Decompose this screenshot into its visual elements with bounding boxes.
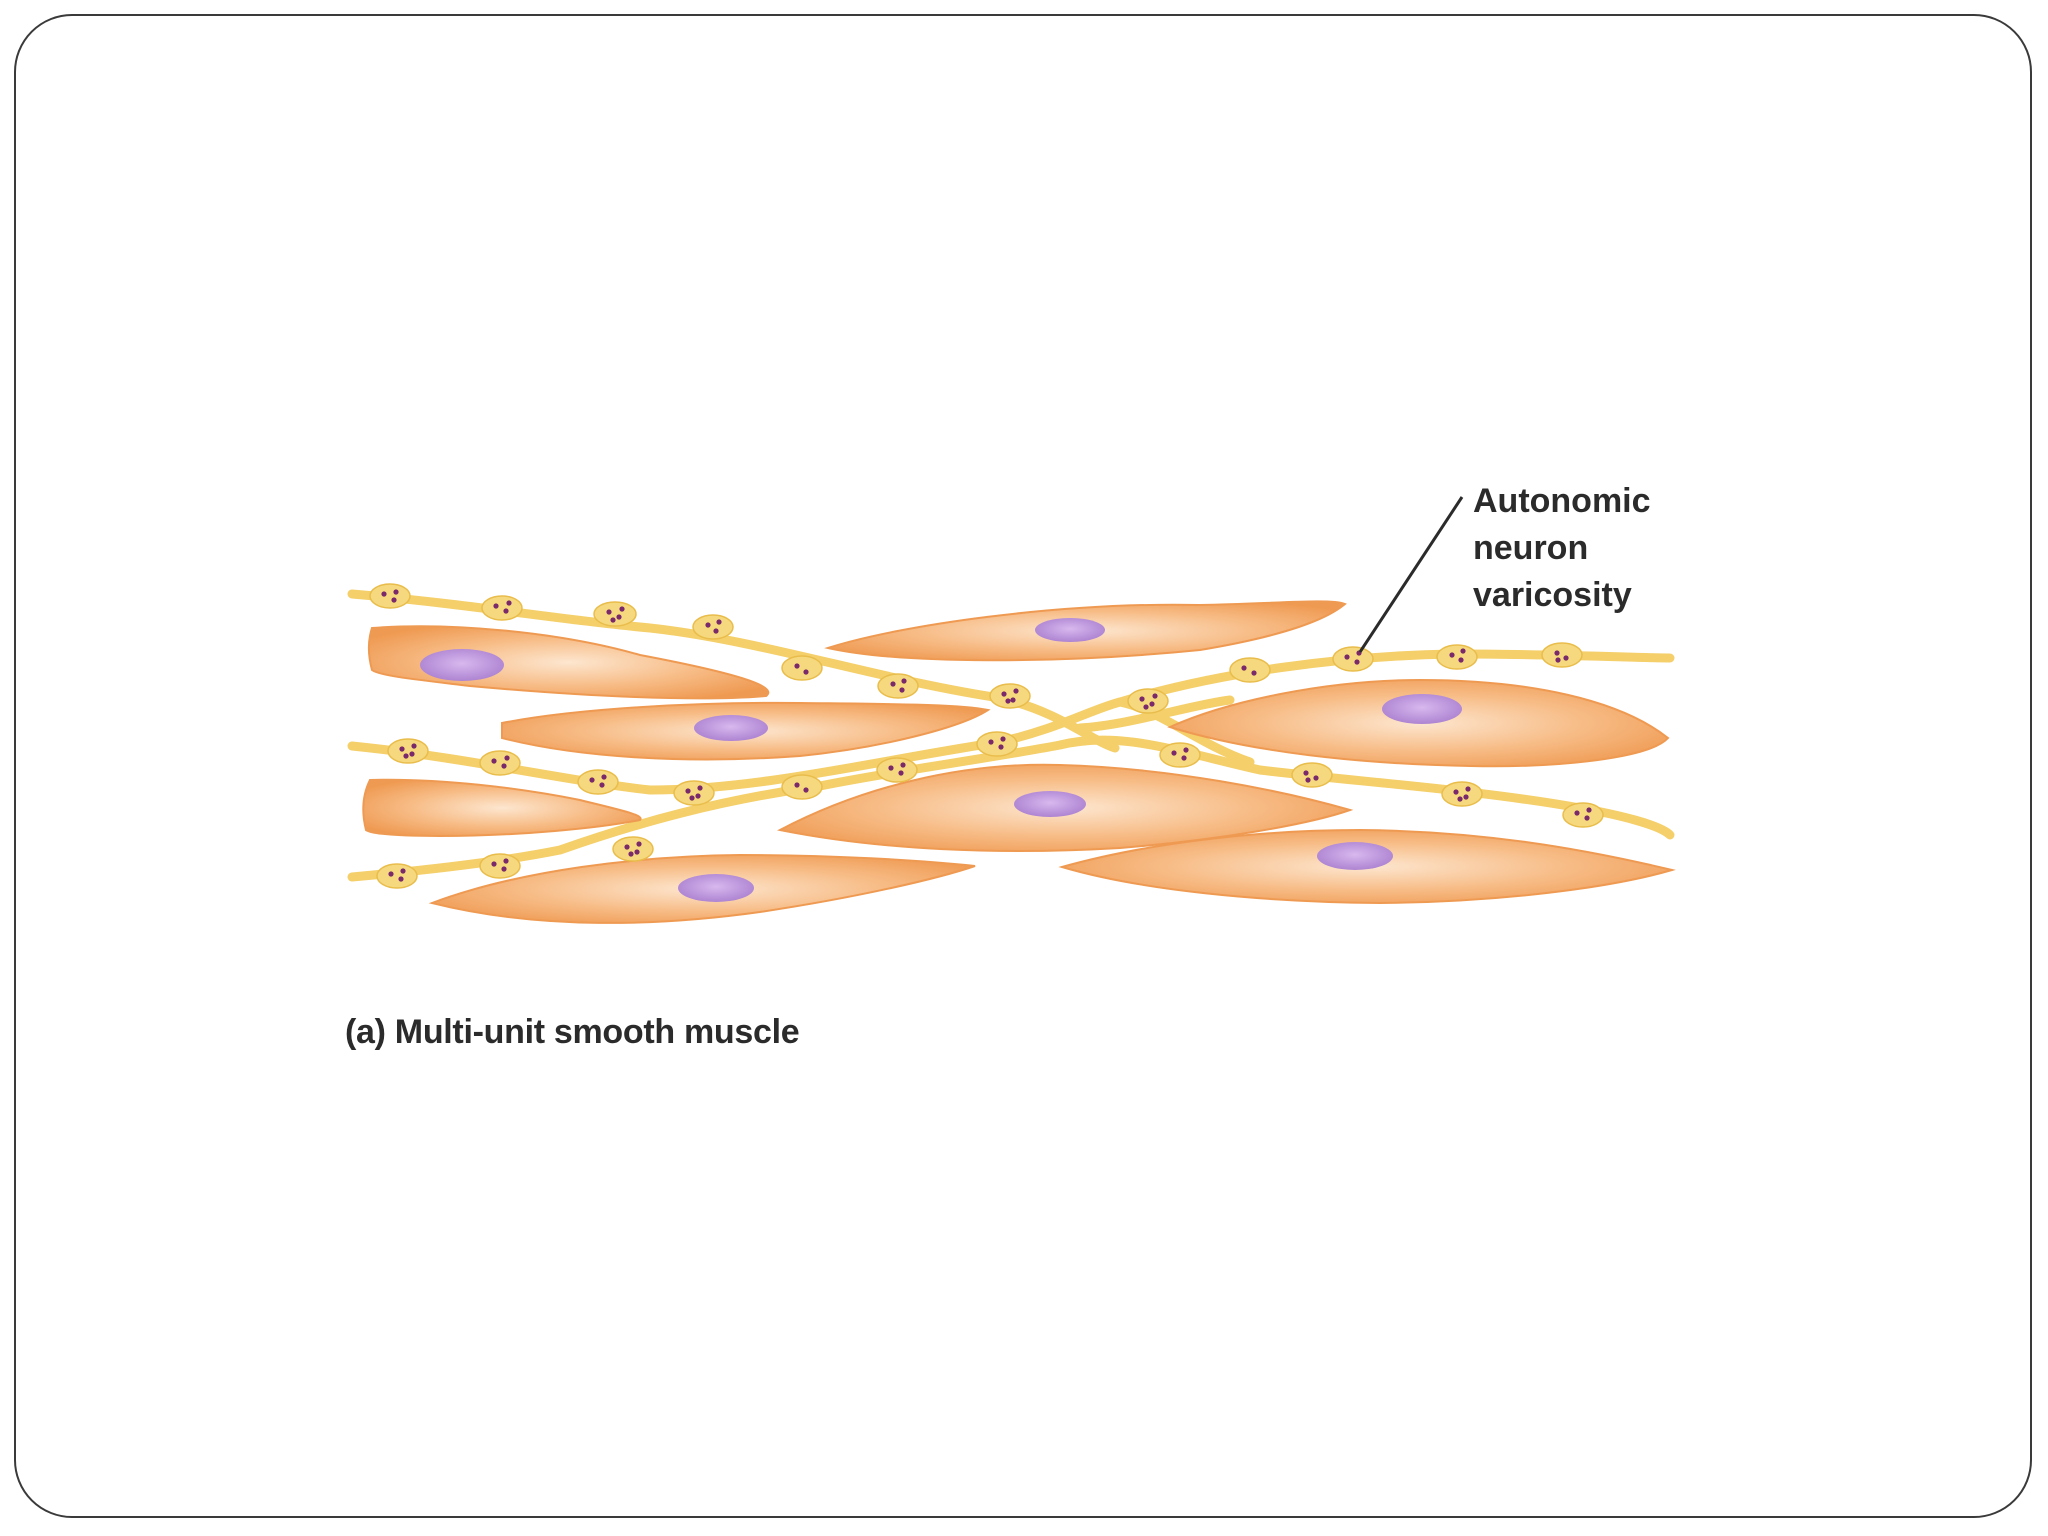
nucleus [1382, 694, 1462, 724]
varicosity [692, 614, 734, 640]
varicosity [976, 731, 1018, 757]
neuron-fiber [347, 735, 1675, 882]
varicosity [673, 780, 715, 806]
varicosity [1291, 762, 1333, 788]
nucleus [420, 649, 504, 681]
varicosity [369, 583, 411, 609]
varicosity [479, 750, 521, 776]
varicosities [369, 583, 1604, 889]
cell-nuclei [420, 618, 1462, 902]
varicosity [387, 738, 429, 764]
nucleus [1317, 842, 1393, 870]
varicosity [1127, 688, 1169, 714]
muscle-cell [362, 778, 642, 838]
figure-caption: (a) Multi-unit smooth muscle [345, 1013, 800, 1051]
nucleus [1014, 791, 1086, 817]
varicosity [593, 601, 637, 627]
callout-line-1: Autonomic [1473, 482, 1651, 520]
callout-line-3: varicosity [1473, 576, 1632, 614]
varicosity [877, 673, 919, 699]
varicosity [1332, 646, 1374, 672]
varicosity [481, 595, 523, 621]
neuron-fiber [1075, 695, 1235, 733]
varicosity [612, 836, 654, 862]
synaptic-vesicles [381, 589, 1592, 882]
varicosity [1562, 802, 1604, 828]
varicosity [376, 863, 418, 889]
varicosity [876, 757, 918, 783]
varicosity [781, 774, 823, 800]
callout-line-2: neuron [1473, 529, 1589, 567]
varicosity [1229, 657, 1271, 683]
callout-leader-line [1358, 496, 1464, 653]
nucleus [1035, 618, 1105, 642]
varicosity [1436, 644, 1478, 670]
varicosity [1441, 781, 1483, 807]
varicosity [989, 683, 1031, 709]
varicosity [781, 655, 823, 681]
nucleus [678, 874, 754, 902]
varicosity [479, 853, 521, 879]
varicosity [1159, 742, 1201, 768]
nucleus [694, 715, 768, 741]
callout-label: Autonomic neuron varicosity [1473, 478, 1651, 619]
varicosity [1541, 642, 1583, 668]
varicosity [577, 769, 619, 795]
